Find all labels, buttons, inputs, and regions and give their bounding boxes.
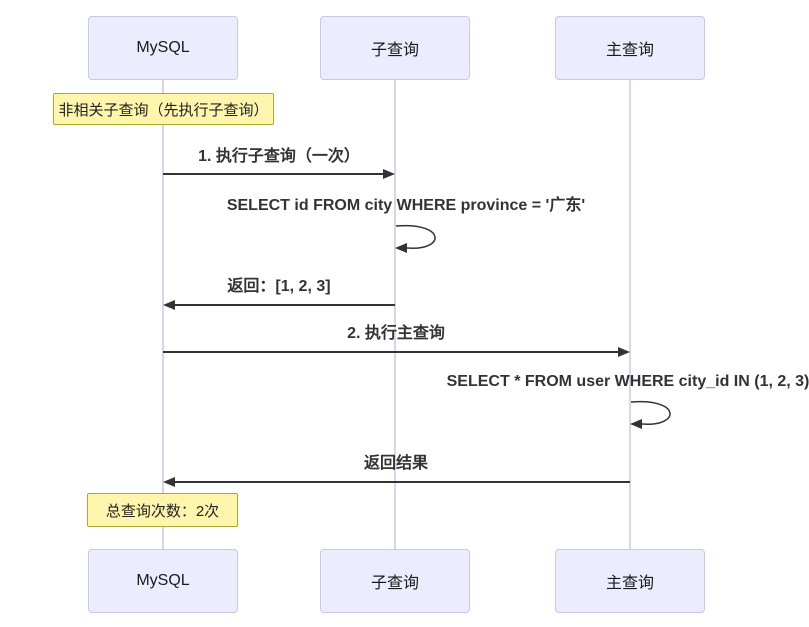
message-label-3-return-ids: 返回：[1, 2, 3] [227,278,331,295]
actor-top-mainquery: 主查询 [555,16,705,80]
arrow-message-4 [163,347,630,357]
message-label-4: 2. 执行主查询 [347,325,445,342]
actor-label: MySQL [136,39,190,56]
arrowhead-left-icon [395,243,407,253]
actor-label: MySQL [136,572,190,589]
self-loop-mainquery [630,400,671,429]
actor-label: 主查询 [605,575,654,592]
arrow-message-1 [163,169,395,179]
message-label-6-return-result: 返回结果 [363,455,429,472]
actor-bottom-subquery: 子查询 [320,549,470,613]
actor-label: 子查询 [370,42,419,59]
note-text: 总查询次数：2次 [105,502,220,520]
actor-bottom-mysql: MySQL [88,549,238,613]
arrowhead-right-icon [618,347,630,357]
arrowhead-left-icon [630,419,642,429]
actor-top-subquery: 子查询 [320,16,470,80]
note-text: 非相关子查询（先执行子查询） [58,101,269,119]
arrowhead-right-icon [383,169,395,179]
self-loop-subquery [395,224,436,253]
message-label-2-sql-subquery: SELECT id FROM city WHERE province = '广东… [226,197,586,214]
actor-top-mysql: MySQL [88,16,238,80]
actor-label: 主查询 [605,42,654,59]
arrow-message-3 [163,300,395,310]
arrowhead-left-icon [163,477,175,487]
note-non-correlated-subquery: 非相关子查询（先执行子查询） [53,93,274,125]
arrow-message-6 [163,477,630,487]
actor-bottom-mainquery: 主查询 [555,549,705,613]
arrowhead-left-icon [163,300,175,310]
message-label-5-sql-mainquery: SELECT * FROM user WHERE city_id IN (1, … [446,373,809,390]
actor-label: 子查询 [370,575,419,592]
note-total-query-count: 总查询次数：2次 [87,493,238,527]
message-label-1: 1. 执行子查询（一次） [198,148,360,165]
